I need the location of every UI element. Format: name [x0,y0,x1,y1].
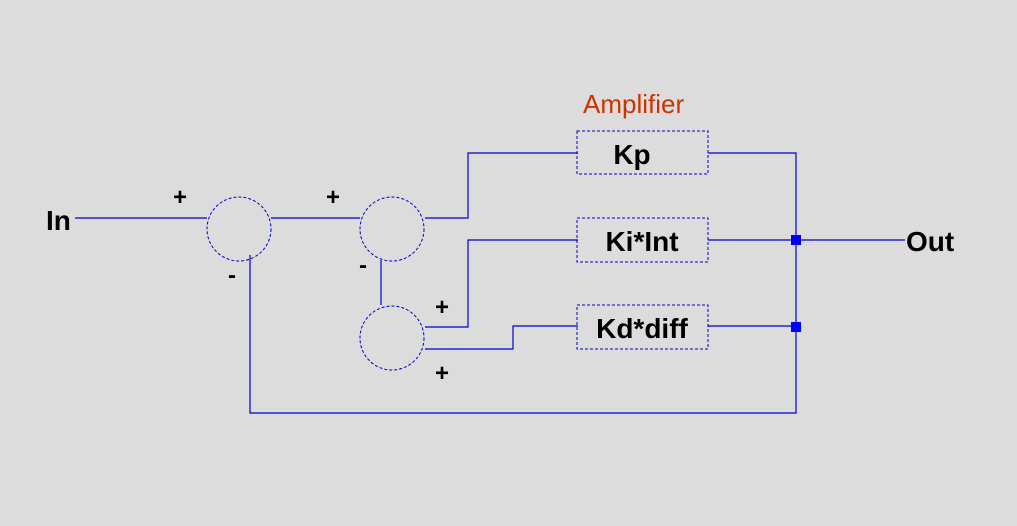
sum2-minus-sign: - [359,252,367,279]
wire-sum3-to-kd [425,325,578,350]
amplifier-label: Amplifier [583,89,684,119]
kd-label: Kd*diff [596,313,688,344]
sum3-plus-top-sign: + [435,294,449,321]
wires [75,152,905,414]
wire-kp-to-bus [708,152,797,327]
output-label: Out [906,226,954,257]
ki-block [576,217,709,263]
wire-feedback [249,255,797,414]
input-label: In [46,205,71,236]
sum3-plus-bottom-sign: + [435,360,449,387]
kp-block [576,130,709,175]
sum2-plus-sign: + [326,184,340,211]
kp-label: Kp [613,139,650,170]
sum1-plus-sign: + [173,184,187,211]
wire-sum3-to-ki [425,239,578,328]
junction-dot-kd [791,322,801,332]
wire-sum2-to-kp [425,152,578,219]
kd-block [576,304,709,350]
summing-junction-1 [206,196,272,262]
junction-dot-out [791,235,801,245]
summing-junction-2 [359,196,425,262]
sum1-minus-sign: - [228,262,236,289]
summing-junction-3 [359,305,425,371]
ki-label: Ki*Int [605,226,678,257]
